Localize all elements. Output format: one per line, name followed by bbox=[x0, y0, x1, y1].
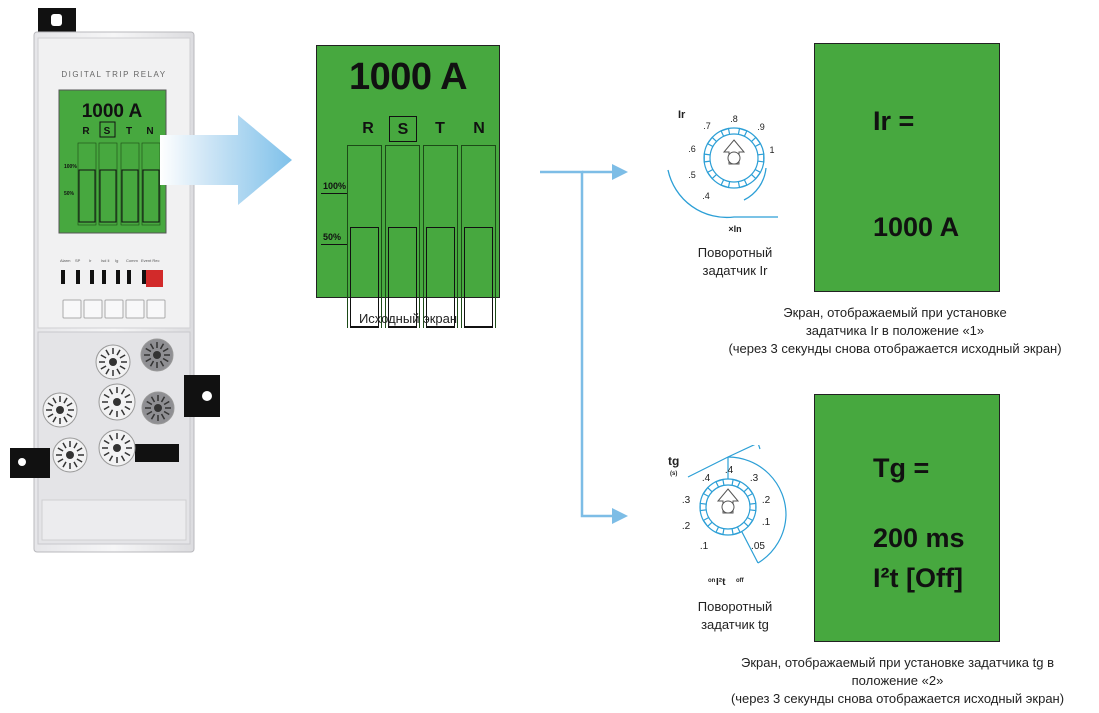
ir-screen-caption-1: Экран, отображаемый при установке bbox=[783, 305, 1007, 320]
device-indicator-label: Ig bbox=[115, 258, 118, 263]
tg-mark-04-left: .4 bbox=[702, 473, 711, 484]
phase-bar-s bbox=[385, 145, 420, 328]
tg-screen-caption-3: (через 3 секунды снова отображается исхо… bbox=[730, 691, 1065, 706]
device-pct-100: 100% bbox=[64, 164, 77, 170]
device-pct-50: 50% bbox=[64, 191, 75, 197]
phase-label-s: S bbox=[389, 116, 417, 142]
device-indicator-led bbox=[102, 270, 106, 284]
tg-screen-line3: I²t [Off] bbox=[873, 563, 963, 593]
tg-mode-i2t: I²t bbox=[716, 577, 726, 588]
device-push-button[interactable] bbox=[104, 299, 124, 319]
ir-dial-unit: ×In bbox=[728, 224, 741, 234]
device-indicator-label: Comm bbox=[126, 258, 138, 263]
device-indicator-led bbox=[142, 270, 146, 284]
device-push-button[interactable] bbox=[125, 299, 145, 319]
tg-mark-03-left: .3 bbox=[682, 495, 691, 506]
phase-label-r: R bbox=[362, 120, 374, 137]
device-push-button[interactable] bbox=[62, 299, 82, 319]
device-bar bbox=[77, 142, 97, 226]
device-phase-t: T bbox=[126, 126, 132, 137]
tg-screen: Tg = 200 ms I²t [Off] bbox=[814, 394, 1000, 642]
tg-mode-off: off bbox=[736, 578, 745, 584]
tg-dial-caption-1: Поворотный bbox=[697, 599, 773, 614]
ir-mark-06: .6 bbox=[688, 144, 696, 154]
device-phase-r: R bbox=[82, 126, 90, 137]
phase-label-t: T bbox=[435, 120, 445, 137]
flow-arrow bbox=[160, 115, 292, 205]
tg-mark-01-left: .1 bbox=[700, 541, 709, 552]
device-indicator-led bbox=[127, 270, 131, 284]
tg-dial[interactable]: tg (s) .4 .4 .3 .3 .2 .2 .1 .1 .05 on I²… bbox=[640, 445, 800, 595]
phase-label-n: N bbox=[473, 120, 485, 137]
ir-screen: Ir = 1000 A bbox=[814, 43, 1000, 292]
tg-mark-02-right: .2 bbox=[762, 495, 771, 506]
device-push-button[interactable] bbox=[146, 299, 166, 319]
ir-screen-line2: 1000 A bbox=[873, 212, 960, 242]
main-screen: 1000 A R S T N 100% 50% bbox=[316, 45, 500, 328]
ir-dial-name: Ir bbox=[678, 109, 686, 121]
ir-mark-07: .7 bbox=[703, 121, 711, 131]
device-indicator-label: Alarm bbox=[60, 258, 71, 263]
device-indicator-led bbox=[76, 270, 80, 284]
ir-mark-08: .8 bbox=[730, 114, 738, 124]
ir-dial[interactable]: Ir .7 .8 .9 .6 1 .5 .4 ×In bbox=[640, 100, 790, 240]
ir-screen-caption-2: задатчика Ir в положение «1» bbox=[805, 323, 985, 338]
tg-mark-01-right: .1 bbox=[762, 517, 771, 528]
pct-label-100: 100% bbox=[323, 181, 347, 191]
tg-mark-02-left: .2 bbox=[682, 521, 691, 532]
mount-tab-left bbox=[10, 448, 50, 478]
tg-mode-on: on bbox=[708, 578, 716, 584]
ir-dial-caption-2: задатчик Ir bbox=[702, 263, 768, 278]
ir-screen-caption-3: (через 3 секунды снова отображается исхо… bbox=[728, 341, 1062, 356]
tg-mark-04-right: .4 bbox=[725, 465, 734, 476]
device-phase-n: N bbox=[146, 126, 153, 137]
device-indicator-led bbox=[61, 270, 65, 284]
ir-mark-1: 1 bbox=[769, 145, 774, 155]
tg-screen-caption-1: Экран, отображаемый при установке задатч… bbox=[740, 655, 1054, 670]
tg-screen-caption-2: положение «2» bbox=[851, 673, 944, 688]
device-indicator-label: Event Rec bbox=[141, 258, 159, 263]
tg-dial-caption-2: задатчик tg bbox=[701, 617, 769, 632]
ir-mark-05: .5 bbox=[688, 170, 696, 180]
device-phase-s: S bbox=[104, 126, 111, 137]
main-screen-amp: 1000 A bbox=[348, 56, 468, 98]
device-bar bbox=[98, 142, 118, 226]
device-bar bbox=[120, 142, 140, 226]
device-indicator-label: Isd Ii bbox=[101, 258, 110, 263]
tg-dial-name: tg bbox=[668, 454, 679, 468]
ir-mark-09: .9 bbox=[757, 122, 765, 132]
ir-dial-caption-1: Поворотный bbox=[697, 245, 773, 260]
device-indicator-led bbox=[116, 270, 120, 284]
device-title: DIGITAL TRIP RELAY bbox=[61, 70, 166, 79]
device-reset-button[interactable] bbox=[146, 270, 163, 287]
tg-dial-unit: (s) bbox=[670, 471, 677, 477]
tg-screen-line1: Tg = bbox=[873, 453, 930, 483]
branch-connector bbox=[540, 164, 628, 524]
device-indicator-label: SP bbox=[75, 258, 81, 263]
device-amp: 1000 A bbox=[82, 101, 143, 122]
device-indicator-led bbox=[90, 270, 94, 284]
tg-mark-03-right: .3 bbox=[750, 473, 759, 484]
tg-screen-line2: 200 ms bbox=[873, 523, 965, 553]
ir-mark-04: .4 bbox=[702, 191, 710, 201]
ir-screen-line1: Ir = bbox=[873, 106, 915, 136]
phase-bar-r bbox=[347, 145, 382, 328]
device-lcd bbox=[58, 89, 167, 234]
main-screen-caption: Исходный экран bbox=[358, 311, 458, 326]
device-push-button[interactable] bbox=[83, 299, 103, 319]
phase-bar-n bbox=[461, 145, 496, 328]
device-indicator-label: Ir bbox=[89, 258, 92, 263]
pct-label-50: 50% bbox=[323, 232, 342, 242]
tg-mark-005: .05 bbox=[751, 541, 765, 552]
phase-bar-t bbox=[423, 145, 458, 328]
